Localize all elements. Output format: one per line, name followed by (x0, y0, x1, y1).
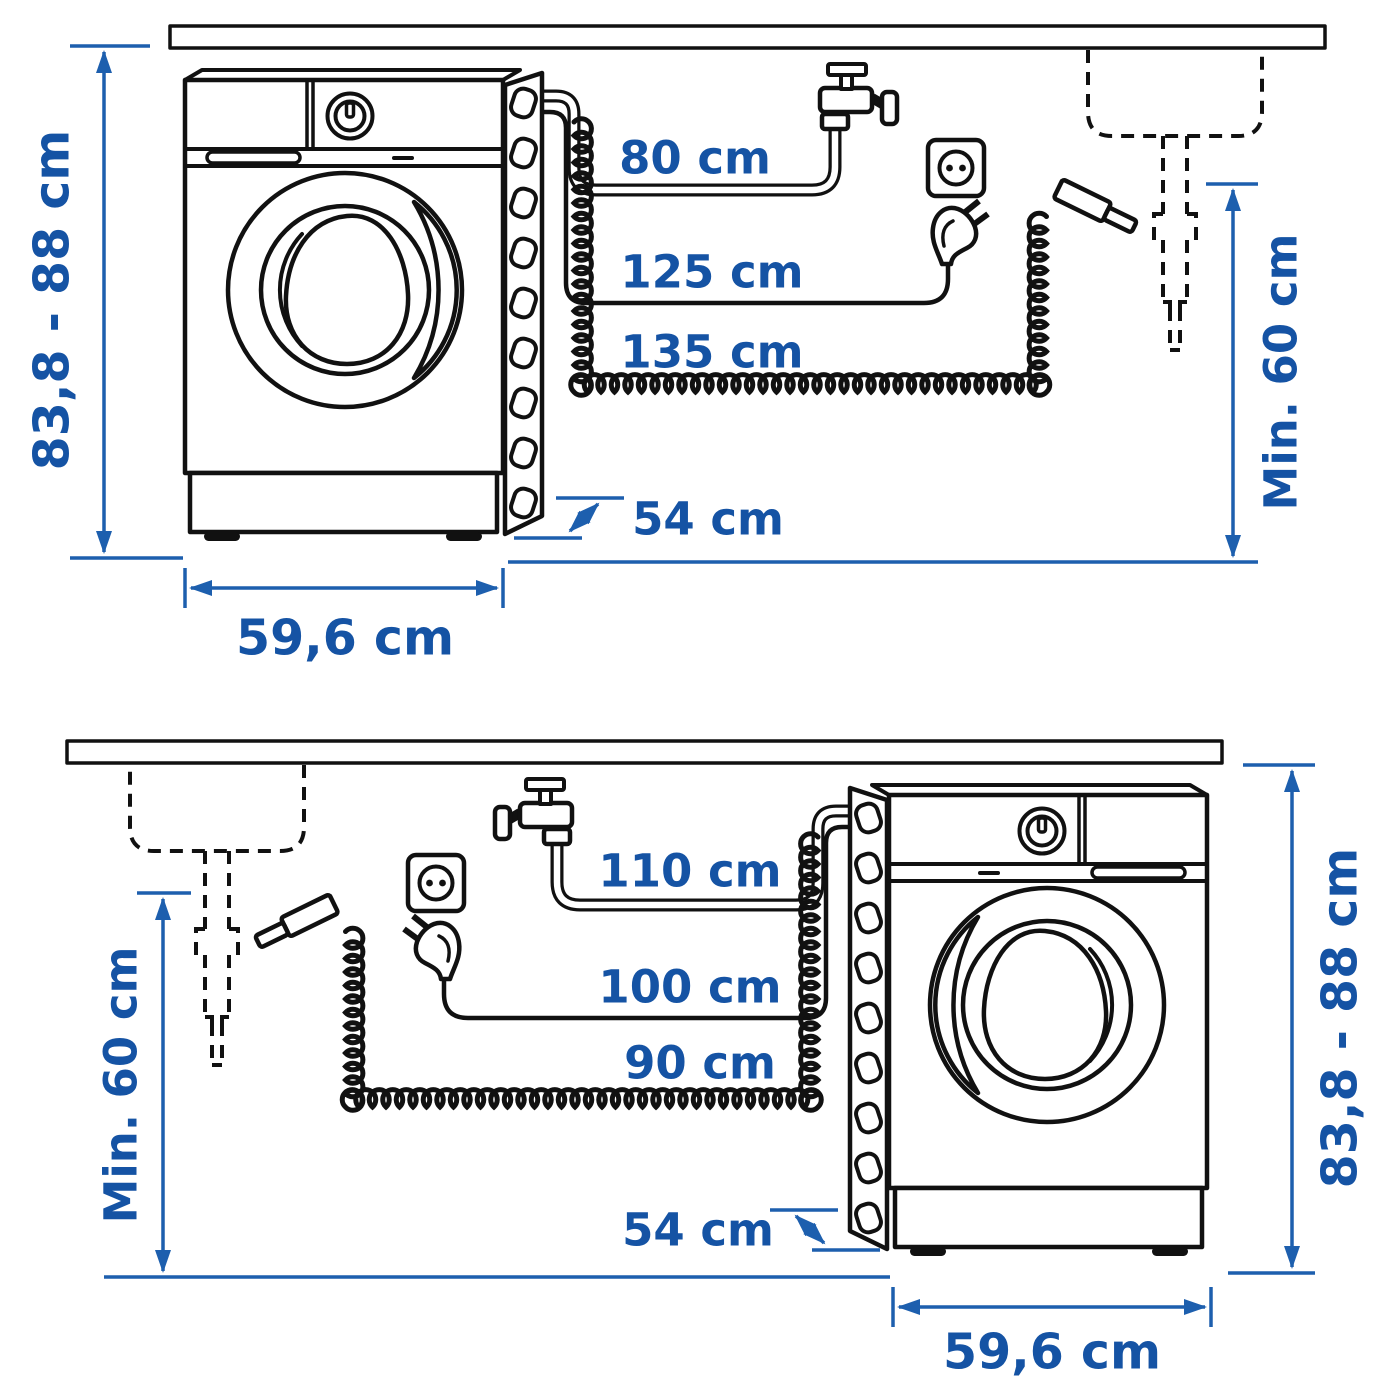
min-drain-height-label: Min. 60 cm (95, 947, 148, 1224)
depth-dimension: 54 cm (622, 1204, 880, 1257)
width-label: 59,6 cm (236, 610, 454, 667)
bottom-diagram: Min. 60 cm 110 cm 100 cm 90 cm 54 cm 59,… (67, 741, 1369, 1381)
supply-hose-length-label: 80 cm (619, 132, 771, 185)
depth-dimension: 54 cm (514, 493, 784, 546)
height-label: 83,8 - 88 cm (24, 130, 81, 471)
height-dimension: 83,8 - 88 cm (1228, 763, 1369, 1275)
min-drain-height-dimension: Min. 60 cm (508, 182, 1308, 564)
power-cable-length-label: 125 cm (620, 246, 803, 299)
min-drain-height-dimension: Min. 60 cm (95, 891, 890, 1279)
height-dimension: 83,8 - 88 cm (24, 44, 183, 560)
drain-hose-length-label: 135 cm (620, 326, 803, 379)
depth-label: 54 cm (632, 493, 784, 546)
height-label: 83,8 - 88 cm (1312, 848, 1369, 1189)
supply-hose-length-label: 110 cm (598, 845, 781, 898)
width-dimension: 59,6 cm (183, 568, 505, 667)
width-label: 59,6 cm (943, 1324, 1161, 1381)
top-diagram: 83,8 - 88 cm 80 cm 125 cm 135 cm 54 cm 5… (24, 26, 1326, 667)
depth-label: 54 cm (622, 1204, 774, 1257)
drain-hose-length-label: 90 cm (624, 1037, 776, 1090)
min-drain-height-label: Min. 60 cm (1255, 234, 1308, 511)
width-dimension: 59,6 cm (891, 1287, 1213, 1381)
power-cable-length-label: 100 cm (598, 961, 781, 1014)
